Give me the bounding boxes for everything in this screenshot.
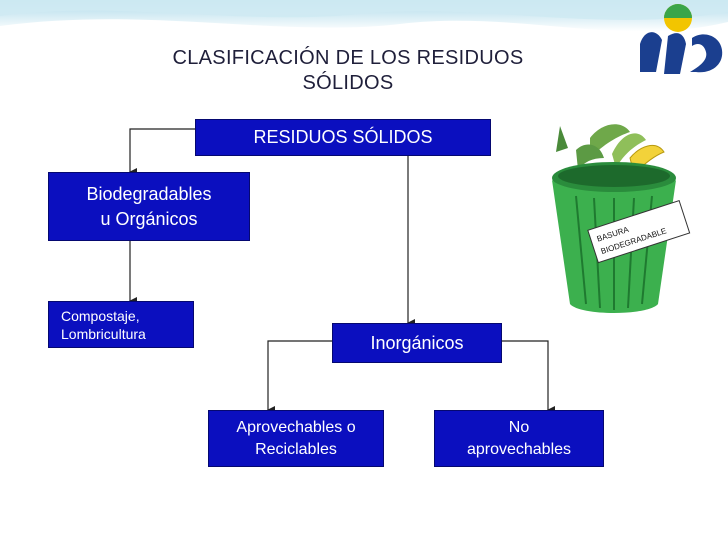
connector-inorg-to-noaprov	[502, 340, 555, 414]
university-logo-icon	[640, 4, 723, 74]
node-residuos-solidos: RESIDUOS SÓLIDOS	[195, 119, 491, 156]
connector-inorg-to-aprov	[267, 340, 332, 414]
node-no-aprovechables: No aprovechables	[434, 410, 604, 467]
node-biodegradables-line2: u Orgánicos	[100, 208, 198, 229]
slide-title: CLASIFICACIÓN DE LOS RESIDUOS SÓLIDOS	[92, 46, 604, 96]
node-no-aprovechables-line1: No	[508, 418, 530, 436]
node-no-aprovechables-line2: aprovechables	[466, 440, 572, 458]
node-biodegradables: Biodegradables u Orgánicos	[48, 172, 250, 241]
connector-root-to-bio	[129, 128, 195, 176]
node-residuos-solidos-label: RESIDUOS SÓLIDOS	[253, 127, 433, 147]
node-inorganicos-label: Inorgánicos	[370, 332, 464, 353]
node-aprovechables-line1: Aprovechables o	[236, 418, 356, 436]
node-inorganicos: Inorgánicos	[332, 323, 502, 363]
header-wave-banner	[0, 0, 728, 32]
node-compostaje-line2: Lombricultura	[61, 325, 146, 342]
slide-title-line1: CLASIFICACIÓN DE LOS RESIDUOS	[172, 47, 524, 69]
node-compostaje-line1: Compostaje,	[61, 307, 140, 324]
node-aprovechables: Aprovechables o Reciclables	[208, 410, 384, 467]
node-aprovechables-line2: Reciclables	[255, 440, 337, 458]
bio-waste-bin-icon: BASURA BIODEGRADABLE	[552, 124, 691, 313]
node-biodegradables-line1: Biodegradables	[86, 183, 212, 204]
node-compostaje: Compostaje, Lombricultura	[48, 301, 194, 348]
slide-title-line2: SÓLIDOS	[302, 72, 394, 94]
